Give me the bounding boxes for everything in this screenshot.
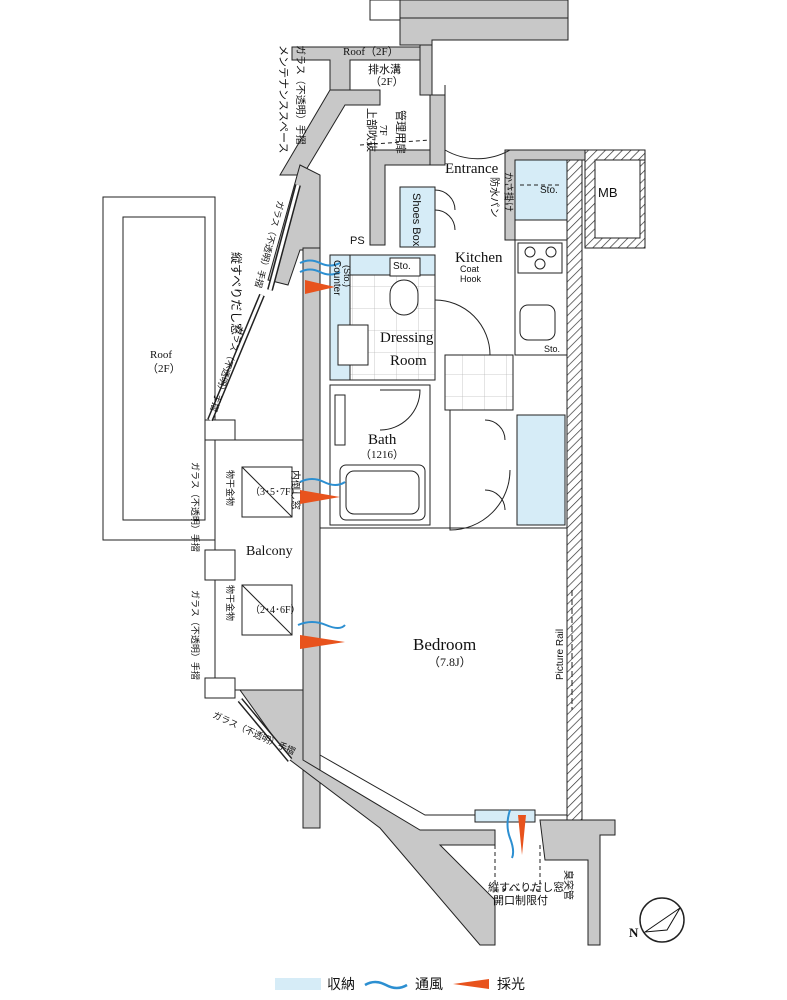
label-counter-sto: (Sto.) bbox=[342, 265, 352, 287]
label-roof-floor: （2F） bbox=[147, 362, 181, 375]
daylight-wedge-icon bbox=[453, 979, 489, 989]
interior bbox=[241, 85, 573, 891]
legend-daylight: 採光 bbox=[451, 974, 525, 994]
outer-walls bbox=[239, 44, 646, 946]
label-laundry-2: 物干金物 bbox=[225, 585, 236, 621]
storage-bedroom-closet bbox=[516, 414, 566, 526]
ventilation-wave-icon bbox=[364, 980, 408, 990]
label-north: N bbox=[629, 925, 639, 940]
label-dressing: Dressing bbox=[380, 330, 434, 346]
label-upper-void-7f: 7F bbox=[377, 125, 388, 136]
label-shoes-box: Shoes Box bbox=[410, 193, 422, 247]
north-compass-icon bbox=[639, 897, 685, 943]
label-security-pan: 防水パン bbox=[488, 177, 501, 218]
legend-daylight-label: 採光 bbox=[497, 978, 525, 993]
storage-entrance bbox=[514, 159, 568, 221]
label-floors-357: （3･5･7F） bbox=[250, 486, 301, 498]
label-vertical-window: 縦すべりだし窓 bbox=[229, 252, 244, 335]
label-umbrella: かさ掛け bbox=[502, 172, 515, 212]
label-entrance: Entrance bbox=[445, 161, 499, 177]
storage-shoes-box bbox=[399, 186, 436, 248]
label-odor-pipe: 臭突管 bbox=[562, 870, 575, 900]
legend-storage: 収納 bbox=[275, 974, 355, 994]
label-roof-top: Roof（2F） bbox=[343, 45, 399, 58]
label-bedroom-size: （7.8J） bbox=[428, 655, 472, 669]
label-sto-entrance: Sto. bbox=[540, 185, 558, 196]
legend-ventilation-label: 通風 bbox=[415, 978, 443, 993]
label-bedroom: Bedroom bbox=[413, 635, 476, 654]
label-roof: Roof bbox=[150, 349, 172, 361]
storage-window-bottom bbox=[474, 809, 536, 823]
label-sto-kitchen: Sto. bbox=[544, 344, 560, 354]
legend-storage-label: 収納 bbox=[327, 978, 355, 993]
label-floors-246: （2･4･6F） bbox=[250, 604, 301, 616]
label-coat-1: Coat bbox=[460, 264, 480, 274]
label-laundry-1: 物干金物 bbox=[225, 470, 236, 506]
legend: 収納 通風 採光 bbox=[275, 973, 533, 995]
label-bath-size: （1216） bbox=[360, 448, 404, 461]
label-mb: MB bbox=[598, 185, 618, 200]
storage-swatch-icon bbox=[275, 978, 321, 990]
label-picture-rail: Picture Rail bbox=[555, 629, 566, 680]
label-bath: Bath bbox=[368, 432, 397, 448]
airflow-markers bbox=[297, 259, 526, 859]
label-drain-2: （2F） bbox=[370, 75, 404, 88]
label-kitchen: Kitchen bbox=[455, 250, 503, 266]
label-maintenance: メンテナンススペース bbox=[277, 45, 290, 153]
label-sto-dressing: Sto. bbox=[393, 261, 411, 272]
label-upper-void: 上部吹抜 bbox=[365, 108, 379, 152]
label-mgmt-door: 管理用扉 bbox=[394, 110, 408, 154]
legend-ventilation: 通風 bbox=[363, 974, 443, 994]
label-dressing-room: Room bbox=[390, 353, 427, 369]
label-balcony: Balcony bbox=[246, 544, 293, 559]
label-glass-rail-3: ガラス（不透明）手摺 bbox=[190, 462, 201, 552]
label-inner-window: 内倒し窓 bbox=[289, 470, 302, 510]
label-glass-rail-4: ガラス（不透明）手摺 bbox=[190, 590, 201, 680]
label-vertical-window-bottom: 縦すべりだし窓 bbox=[488, 880, 564, 894]
label-glass-rail-top: ガラス（不透明）手摺 bbox=[294, 45, 307, 145]
label-opening-limit: 開口制限付 bbox=[493, 894, 548, 907]
label-counter: Counter bbox=[331, 260, 342, 296]
label-drain-1: 排水溝 bbox=[368, 62, 401, 76]
label-ps: PS bbox=[350, 235, 365, 247]
top-walls bbox=[291, 0, 569, 101]
label-coat-2: Hook bbox=[460, 274, 482, 284]
